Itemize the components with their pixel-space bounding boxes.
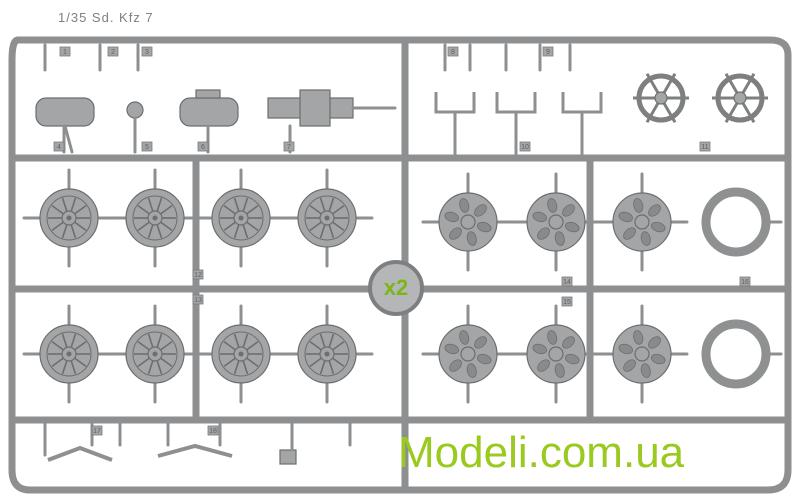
tyre-ring (701, 319, 783, 389)
svg-text:13: 13 (194, 297, 202, 304)
part-number-tag: 8 (447, 46, 459, 57)
svg-text:2: 2 (111, 49, 115, 56)
part-number-tag: 16 (739, 276, 751, 287)
svg-text:18: 18 (209, 428, 217, 435)
spoked-road-wheel (108, 304, 202, 404)
part-number-tag: 11 (699, 141, 711, 152)
spoked-road-wheel (280, 304, 374, 404)
steering-wheel-part (633, 73, 689, 123)
svg-text:8: 8 (451, 49, 455, 56)
svg-text:15: 15 (563, 299, 571, 306)
svg-text:12: 12 (194, 272, 202, 279)
part-number-tag: 3 (141, 46, 153, 57)
part-number-tag: 10 (519, 141, 531, 152)
tank-bracket-part (195, 89, 221, 99)
disc-wheel (509, 304, 603, 404)
svg-text:9: 9 (546, 49, 550, 56)
svg-text:7: 7 (287, 144, 291, 151)
part-number-tag: 12 (192, 269, 204, 280)
tyre-ring (701, 187, 783, 257)
road-wheels-left (22, 168, 374, 404)
leaf-spring-part (157, 443, 233, 458)
svg-text:5: 5 (145, 144, 149, 151)
part-number-tag: 7 (283, 141, 295, 152)
svg-text:11: 11 (701, 144, 708, 151)
part-number-tag: 14 (561, 276, 573, 287)
multiplier-disc (368, 260, 424, 316)
disc-wheel (595, 304, 689, 404)
spoked-road-wheel (280, 168, 374, 268)
part-number-tag: 18 (207, 425, 219, 436)
svg-text:1: 1 (63, 49, 67, 56)
spoked-road-wheel (108, 168, 202, 268)
steering-wheel-part (712, 73, 768, 123)
svg-text:10: 10 (521, 144, 529, 151)
scale-stamp: 1/35 Sd. Kfz 7 (58, 10, 154, 25)
part-number-tag: 4 (53, 141, 65, 152)
svg-text:3: 3 (145, 49, 149, 56)
leaf-spring-part (47, 445, 113, 462)
handle-part (495, 92, 537, 114)
disc-wheel (421, 172, 515, 272)
svg-text:16: 16 (741, 279, 749, 286)
part-number-tag: 5 (141, 141, 153, 152)
part-number-tag: 1 (59, 46, 71, 57)
svg-text:17: 17 (93, 428, 101, 435)
svg-text:14: 14 (563, 279, 571, 286)
part-number-tag: 15 (561, 296, 573, 307)
spoked-road-wheel (22, 168, 116, 268)
svg-text:6: 6 (201, 144, 205, 151)
spoked-road-wheel (22, 304, 116, 404)
sprue-frame-outer (8, 36, 792, 494)
part-number-tag: 17 (91, 425, 103, 436)
handle-part (434, 92, 476, 114)
fuel-tank-part (179, 97, 239, 127)
jack-part (279, 449, 297, 465)
fuel-tank-part (35, 97, 95, 127)
knob-part (126, 101, 144, 119)
road-wheels-right (421, 172, 783, 404)
handle-part (561, 92, 603, 114)
spoked-road-wheel (194, 168, 288, 268)
disc-wheel (509, 172, 603, 272)
part-number-tag: 2 (107, 46, 119, 57)
spoked-road-wheel (194, 304, 288, 404)
part-number-tag: 6 (197, 141, 209, 152)
multiplier-label: x2 (383, 275, 409, 300)
disc-wheel (421, 304, 515, 404)
part-number-tag: 13 (192, 294, 204, 305)
disc-wheel (595, 172, 689, 272)
svg-text:4: 4 (57, 144, 61, 151)
axle-hub-part (299, 89, 331, 127)
watermark-text: Modeli.com.ua (398, 428, 685, 477)
part-number-tag: 9 (542, 46, 554, 57)
